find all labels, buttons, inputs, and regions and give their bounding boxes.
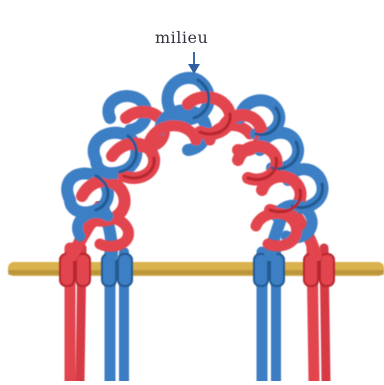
center-label: milieu bbox=[155, 28, 208, 47]
arrow-down-icon bbox=[184, 50, 204, 76]
